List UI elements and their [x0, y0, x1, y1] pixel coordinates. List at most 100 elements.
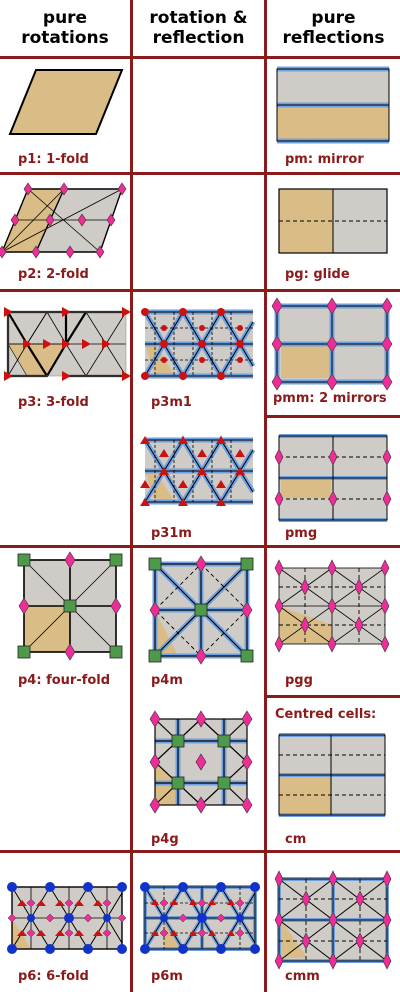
- diamond-icon: [95, 245, 105, 259]
- triangle-icon: [93, 900, 103, 906]
- hexagon-icon: [178, 882, 188, 892]
- hexagon-icon: [27, 914, 35, 922]
- triangle-icon: [74, 900, 84, 906]
- diamond-icon: [106, 213, 116, 227]
- diamond-icon: [149, 796, 161, 814]
- header-pure-reflections: pure reflections: [267, 0, 400, 56]
- hexagon-icon: [103, 914, 111, 922]
- square-icon: [240, 557, 254, 571]
- diamond-icon: [327, 597, 337, 615]
- triangle-icon: [140, 480, 150, 488]
- diamond-icon: [26, 928, 36, 938]
- diamond-icon: [301, 890, 311, 908]
- diamond-icon: [45, 213, 55, 227]
- triangle-icon: [189, 930, 197, 936]
- diamond-icon: [59, 182, 69, 196]
- pm-label: pm: mirror: [285, 152, 364, 167]
- diamond-icon: [77, 213, 87, 227]
- diamond-icon: [241, 796, 253, 814]
- pm-diagram: [267, 59, 400, 149]
- p3m1-diagram: [133, 292, 264, 382]
- p4m-diagram: [133, 548, 264, 668]
- triangle-icon: [17, 900, 27, 906]
- p4-diagram: [0, 548, 130, 668]
- diamond-icon: [241, 601, 253, 619]
- diamond-icon: [355, 890, 365, 908]
- p3m1-label: p3m1: [151, 395, 192, 410]
- diamond-icon: [381, 373, 393, 391]
- diamond-icon: [178, 913, 188, 923]
- triangle-icon: [122, 371, 131, 381]
- triangle-icon: [159, 449, 169, 457]
- diamond-icon: [10, 213, 20, 227]
- diamond-icon: [241, 710, 253, 728]
- cmm-diagram: [267, 853, 400, 970]
- diamond-icon: [328, 448, 338, 466]
- square-icon: [194, 603, 208, 617]
- diamond-icon: [23, 182, 33, 196]
- square-icon: [217, 776, 231, 790]
- column-divider-1: [130, 0, 133, 992]
- diamond-icon: [271, 297, 283, 315]
- p4m-label: p4m: [151, 673, 183, 688]
- triangle-icon: [17, 930, 27, 936]
- diamond-icon: [327, 635, 337, 653]
- p6m-diagram: [133, 853, 264, 954]
- diamond-icon: [195, 710, 207, 728]
- pmg-label: pmg: [285, 526, 318, 541]
- square-icon: [63, 599, 77, 613]
- hexagon-icon: [83, 882, 93, 892]
- diamond-icon: [326, 335, 338, 353]
- diamond-icon: [31, 245, 41, 259]
- pg-diagram: [267, 175, 400, 265]
- hexagon-icon: [7, 882, 17, 892]
- square-icon: [109, 645, 123, 659]
- diamond-icon: [274, 448, 284, 466]
- diamond-icon: [274, 597, 284, 615]
- diamond-icon: [300, 616, 310, 634]
- pgg-label: pgg: [285, 673, 313, 688]
- pmm-diagram: [267, 292, 400, 392]
- diamond-icon: [241, 753, 253, 771]
- diamond-icon: [274, 559, 284, 577]
- centred-cells-label: Centred cells:: [275, 707, 377, 722]
- diamond-icon: [216, 913, 226, 923]
- header-line: pure: [311, 8, 356, 28]
- diamond-icon: [195, 753, 207, 771]
- diamond-icon: [159, 898, 169, 908]
- diamond-icon: [149, 710, 161, 728]
- hexagon-icon: [216, 882, 226, 892]
- triangle-icon: [197, 449, 207, 457]
- diamond-icon: [64, 551, 76, 569]
- diamond-icon: [381, 297, 393, 315]
- row-divider-4: [0, 850, 400, 853]
- hexagon-icon: [45, 944, 55, 954]
- triangle-icon: [216, 436, 226, 444]
- p1-label: p1: 1-fold: [18, 152, 89, 167]
- triangle-icon: [227, 930, 235, 936]
- diamond-icon: [381, 335, 393, 353]
- pgg-diagram: [267, 548, 400, 658]
- p6-label: p6: 6-fold: [18, 969, 89, 984]
- diamond-icon: [326, 373, 338, 391]
- triangle-icon: [55, 930, 65, 936]
- diamond-icon: [354, 616, 364, 634]
- diamond-icon: [380, 597, 390, 615]
- triangle-icon: [235, 467, 245, 475]
- header-line: reflections: [282, 28, 385, 48]
- diamond-icon: [271, 373, 283, 391]
- triangle-icon: [151, 930, 159, 936]
- column-divider-2: [264, 0, 267, 992]
- hexagon-icon: [140, 944, 150, 954]
- square-icon: [171, 776, 185, 790]
- hexagon-icon: [178, 944, 188, 954]
- diamond-icon: [326, 297, 338, 315]
- diamond-icon: [197, 898, 207, 908]
- diamond-icon: [301, 932, 311, 950]
- cm-label: cm: [285, 832, 307, 847]
- diamond-icon: [382, 952, 392, 970]
- diamond-icon: [274, 870, 284, 888]
- triangle-icon: [36, 930, 46, 936]
- hexagon-icon: [197, 913, 207, 923]
- header-line: rotation &: [149, 8, 248, 28]
